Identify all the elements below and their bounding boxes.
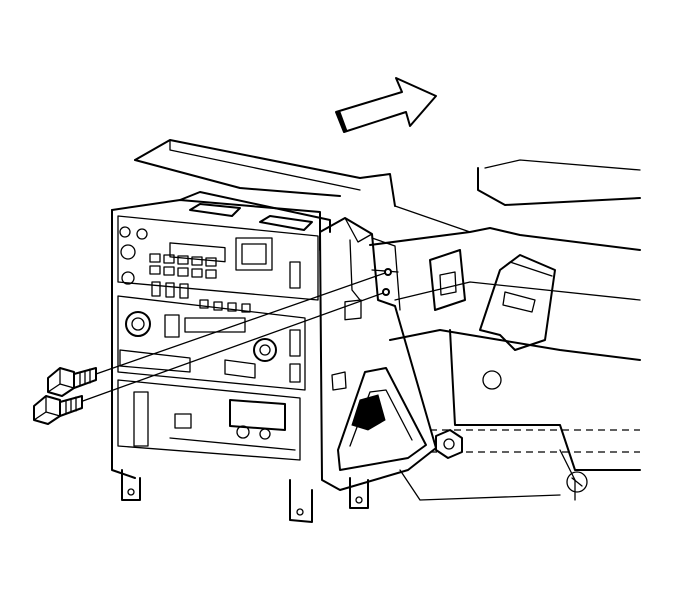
mounting-bolts	[33, 268, 392, 425]
bolt-upper	[47, 367, 97, 397]
mounting-bracket	[319, 217, 437, 491]
radio-console-assembly	[111, 191, 369, 523]
radio-buttons-upper	[119, 226, 301, 299]
bolt-lower	[33, 395, 83, 425]
direction-arrow-icon	[335, 77, 437, 133]
instrument-panel-support	[134, 139, 641, 501]
